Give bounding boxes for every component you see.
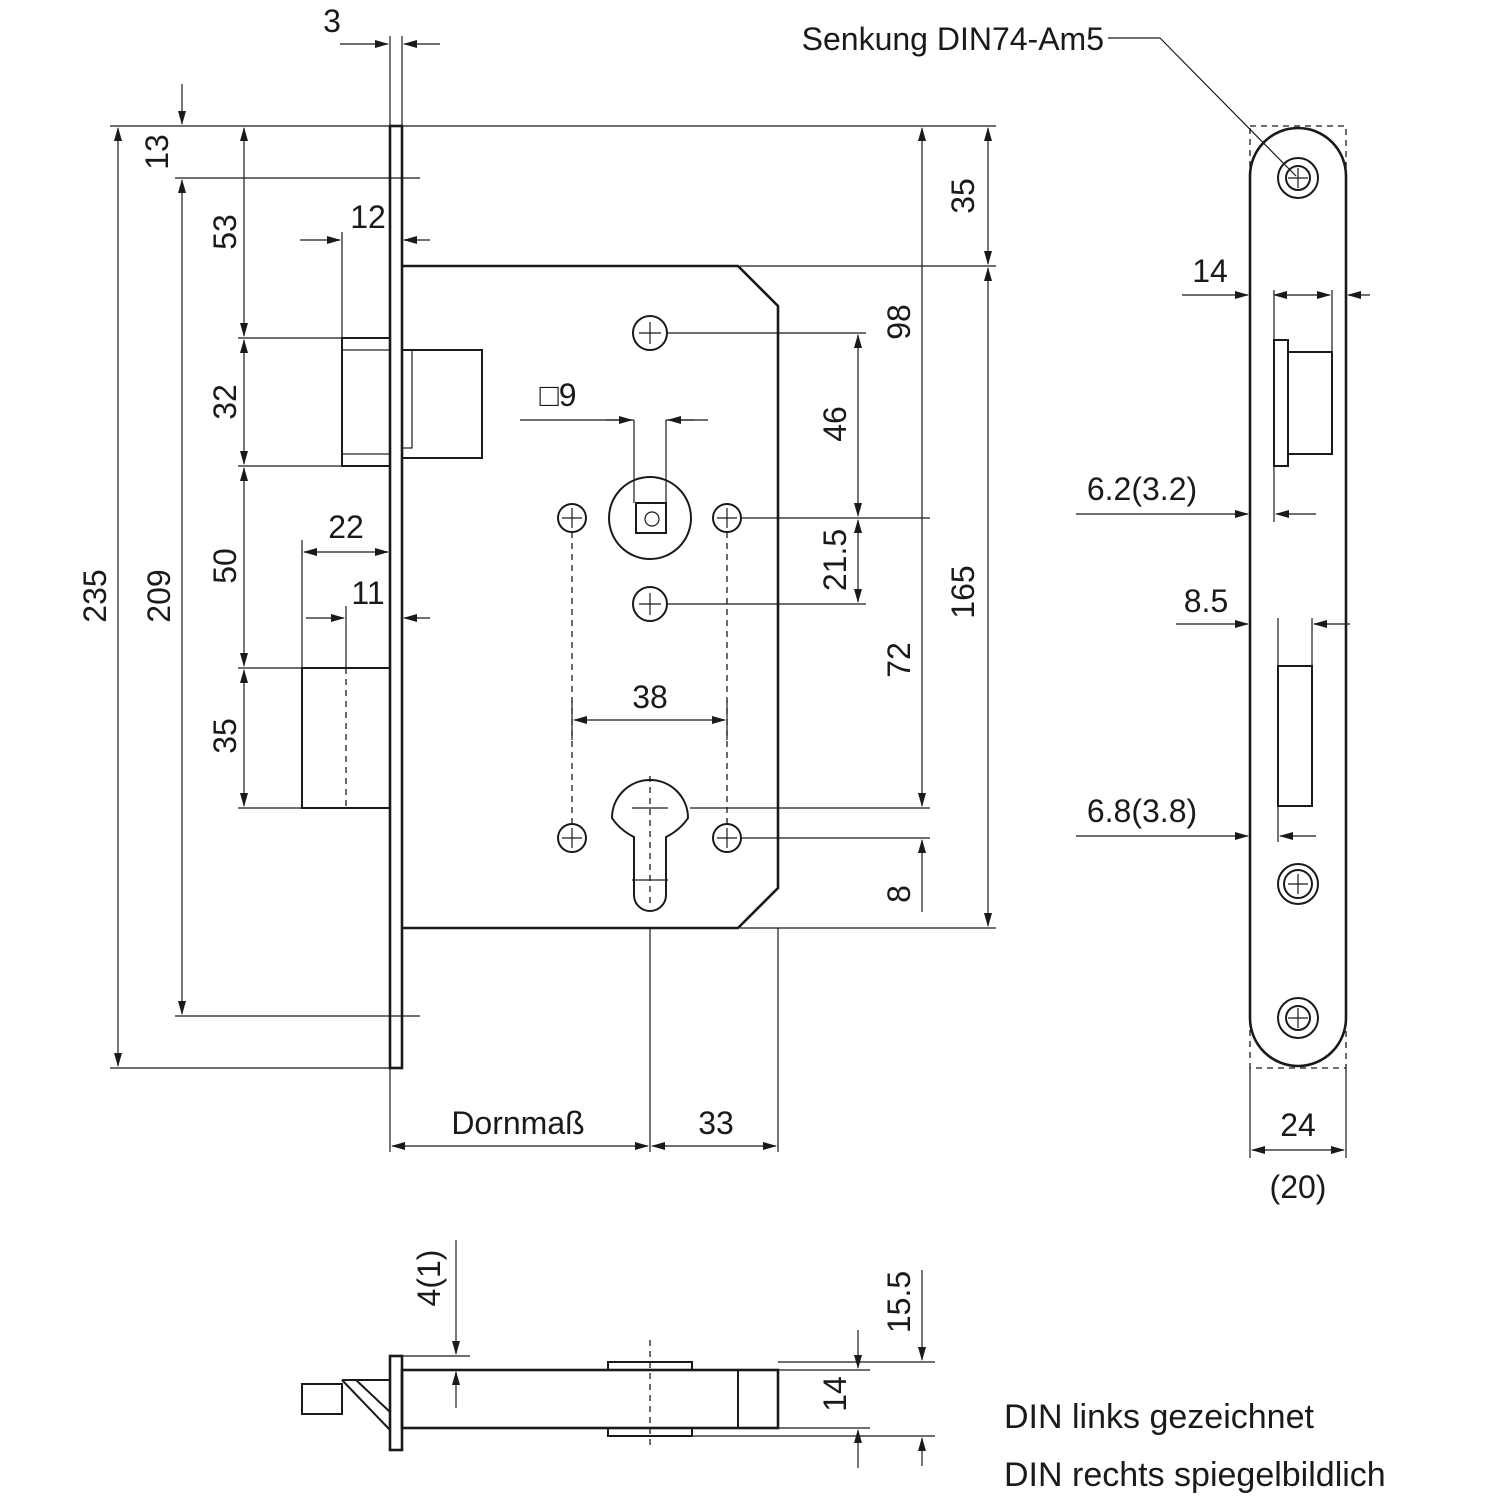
dim-fixing-pitch: 209	[141, 569, 177, 622]
screw-bottom	[1277, 997, 1319, 1039]
screw-mid	[1277, 863, 1319, 905]
dim-follower-to-cylinder: 72	[881, 642, 917, 678]
side-view	[1248, 125, 1348, 1069]
side-dimension-lines	[1076, 37, 1370, 1158]
cylinder-profile	[610, 779, 690, 912]
latch-bolt	[341, 337, 391, 467]
fixing-holes	[557, 315, 742, 853]
front-view	[301, 124, 780, 1152]
dim-cylinder-to-bottom: 8	[881, 885, 917, 903]
dim-faceplate-thickness: 3	[323, 3, 341, 39]
dim-latch-stroke: 4(1)	[411, 1250, 447, 1307]
dim-case-height: 165	[945, 565, 981, 618]
side-labels: Senkung DIN74-Am5 14 6.2(3.2) 8.5 6.8(3.…	[802, 21, 1327, 1205]
dim-top-to-case: 35	[945, 178, 981, 214]
dim-overall-depth: 15.5	[881, 1271, 917, 1333]
follower-center	[644, 511, 660, 527]
dim-backset: Dornmaß	[451, 1105, 584, 1141]
latch-tail	[401, 349, 483, 459]
latch-slot	[1273, 339, 1289, 467]
bottom-view	[301, 1240, 935, 1468]
note-din-right: DIN rechts spiegelbildlich	[1004, 1456, 1386, 1494]
bottom-faceplate	[388, 1354, 404, 1452]
dim-latch-slot-width: 14	[1192, 253, 1228, 289]
latch-inner	[341, 349, 391, 455]
dim-case-depth: 14	[817, 1376, 853, 1412]
dim-bolt-offset: 6.8(3.8)	[1087, 793, 1197, 829]
dim-latch-height: 32	[207, 384, 243, 420]
dim-faceplate-width-alt: (20)	[1270, 1169, 1327, 1205]
screw-top	[1277, 157, 1319, 199]
countersink-note: Senkung DIN74-Am5	[802, 21, 1104, 57]
follower-square	[635, 502, 667, 534]
dim-latch-projection: 12	[350, 199, 386, 235]
dim-overall-length: 235	[77, 569, 113, 622]
dim-follower-offset: 21.5	[817, 529, 853, 591]
lock-case	[402, 264, 780, 930]
faceplate	[388, 124, 404, 1070]
bottom-case	[400, 1368, 780, 1430]
front-labels: 3 13 53 32 50 35 235 209 12 22 11 35 98 …	[77, 3, 981, 1141]
dim-bolt-inset: 11	[351, 575, 384, 611]
note-din-left: DIN links gezeichnet	[1004, 1398, 1314, 1436]
latch-tail-step	[401, 349, 413, 449]
notes: DIN links gezeichnet DIN rechts spiegelb…	[1004, 1398, 1386, 1494]
bolt-slot	[1277, 665, 1313, 807]
dim-bolt-slot-width: 8.5	[1184, 583, 1228, 619]
dim-bolt-projection: 22	[328, 509, 364, 545]
follower-hub	[608, 476, 692, 560]
front-extension-lines	[110, 36, 996, 1152]
dim-latch-gap: 50	[207, 548, 243, 584]
dim-follower-square: □9	[539, 377, 576, 413]
dim-top-offset: 13	[139, 134, 175, 170]
dim-faceplate-width: 24	[1280, 1107, 1316, 1143]
dim-upper-span: 53	[207, 214, 243, 250]
dim-hole-spacing: 38	[632, 679, 668, 715]
dim-bolt-height: 35	[207, 718, 243, 754]
bottom-labels: 4(1) 15.5 14	[411, 1250, 917, 1412]
front-dimension-lines	[114, 40, 992, 1150]
bottom-latch	[301, 1383, 343, 1415]
faceplate-outline	[1248, 126, 1348, 1068]
dim-hole-pitch: 46	[817, 406, 853, 442]
dim-case-to-follower: 98	[881, 304, 917, 340]
dim-cylinder-to-back: 33	[698, 1105, 734, 1141]
dim-latch-offset: 6.2(3.2)	[1087, 471, 1197, 507]
